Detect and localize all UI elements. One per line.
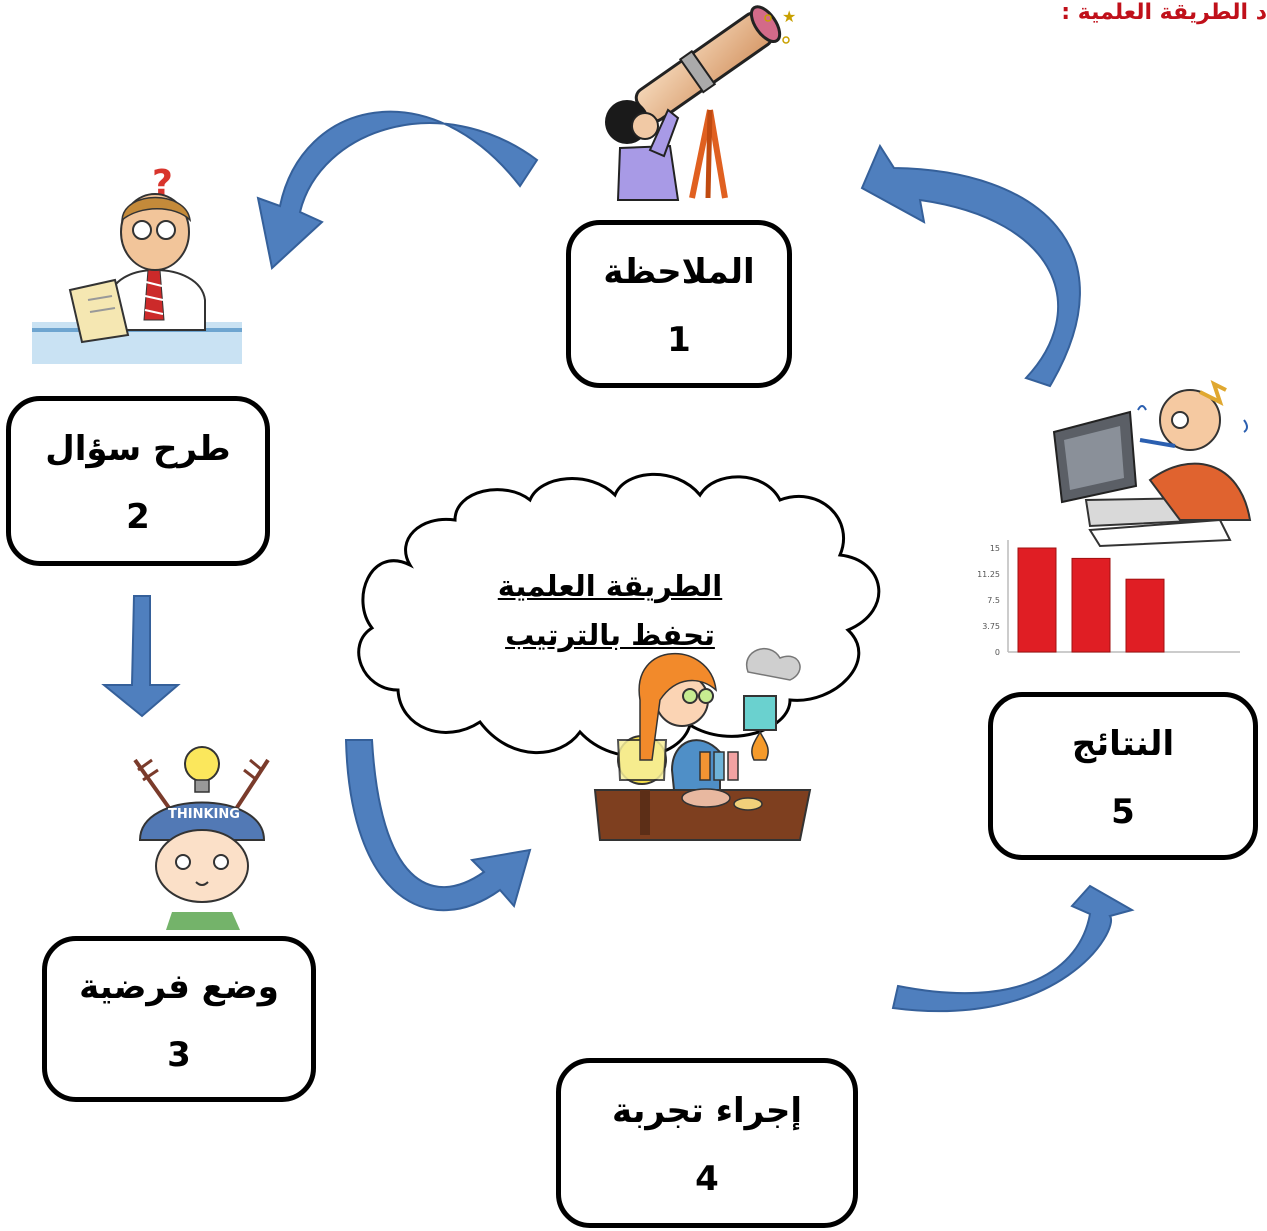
memorize-cloud bbox=[357, 472, 881, 758]
step-3-box: وضع فرضية 3 bbox=[42, 936, 316, 1102]
results-bar-chart: 15 11.25 7.5 3.75 0 bbox=[977, 540, 1240, 657]
chart-bar bbox=[1017, 547, 1057, 653]
telescope-person-illustration: ★ bbox=[605, 5, 796, 201]
chart-tick-label: 11.25 bbox=[977, 570, 1000, 579]
step-3-number: 3 bbox=[167, 1035, 191, 1076]
step-3-label: وضع فرضية bbox=[79, 966, 279, 1007]
scientist-at-computer-illustration bbox=[1052, 380, 1252, 548]
step-4-label: إجراء تجربة bbox=[612, 1090, 802, 1131]
step-4-box: إجراء تجربة 4 bbox=[556, 1058, 858, 1228]
svg-text:THINKING: THINKING bbox=[168, 807, 240, 822]
cloud-line-2: تحفظ بالترتيب bbox=[505, 618, 715, 653]
chart-tick-label: 15 bbox=[990, 544, 1000, 553]
arrow-2-to-3 bbox=[101, 595, 181, 718]
step-5-box: النتائج 5 bbox=[988, 692, 1258, 860]
arrow-3-to-4 bbox=[344, 739, 532, 912]
chart-bar bbox=[1125, 578, 1165, 653]
arrow-1-to-2 bbox=[256, 110, 539, 270]
step-5-number: 5 bbox=[1111, 792, 1135, 833]
step-1-number: 1 bbox=[667, 320, 691, 361]
step-1-label: الملاحظة bbox=[603, 251, 755, 292]
arrow-4-to-5 bbox=[891, 884, 1135, 1013]
step-1-box: الملاحظة 1 bbox=[566, 220, 792, 388]
step-2-box: طرح سؤال 2 bbox=[6, 396, 270, 566]
step-4-number: 4 bbox=[695, 1159, 719, 1200]
cloud-line-1: الطريقة العلمية bbox=[497, 569, 723, 603]
svg-text:★: ★ bbox=[782, 7, 796, 26]
thinking-cap-child-illustration: THINKING bbox=[133, 746, 270, 930]
section-heading: د الطريقة العلمية : bbox=[1061, 0, 1267, 25]
thinking-man-illustration: ? bbox=[32, 163, 242, 364]
arrow-5-to-1 bbox=[860, 143, 1081, 388]
step-2-number: 2 bbox=[126, 497, 150, 538]
chart-tick-label: 3.75 bbox=[982, 622, 1000, 631]
chart-tick-label: 0 bbox=[995, 648, 1000, 657]
chemistry-girl-illustration bbox=[593, 647, 812, 841]
step-2-label: طرح سؤال bbox=[45, 428, 231, 469]
chart-tick-label: 7.5 bbox=[987, 596, 1000, 605]
cloud-text: الطريقة العلمية تحفظ بالترتيب bbox=[440, 562, 780, 661]
chart-bar bbox=[1071, 557, 1111, 653]
step-5-label: النتائج bbox=[1071, 723, 1175, 764]
